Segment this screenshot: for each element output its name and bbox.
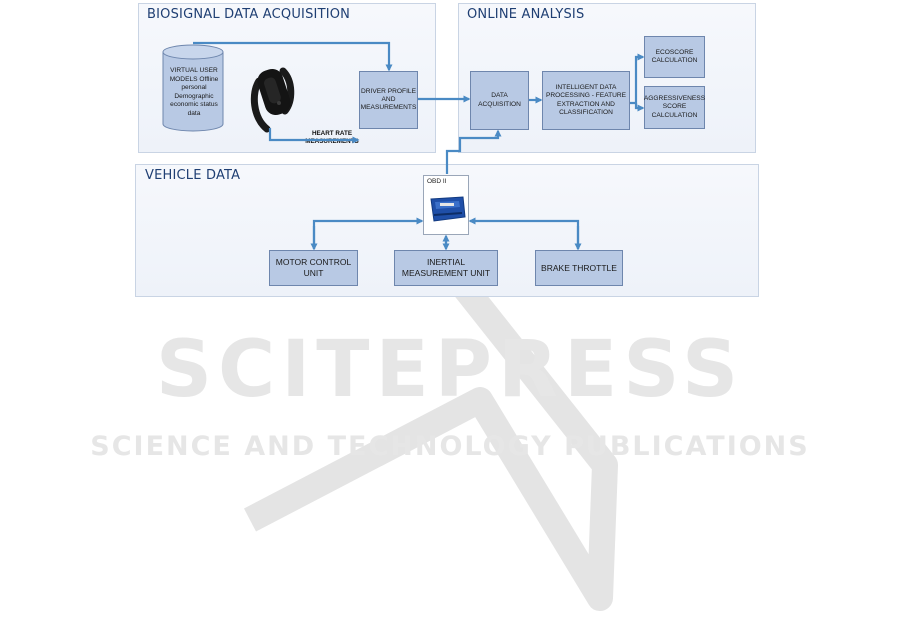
arrow-obd-to-acquisition xyxy=(445,129,502,174)
vehicle-panel-title: VEHICLE DATA xyxy=(145,168,241,183)
watermark-sub: SCIENCE AND TECHNOLOGY PUBLICATIONS xyxy=(90,431,809,462)
arrow-database-to-profile xyxy=(193,41,393,72)
brake-throttle-box: BRAKE THROTTLE xyxy=(535,250,623,286)
arrow-motor-to-obd xyxy=(312,217,424,249)
driver-profile-box: DRIVER PROFILE AND MEASUREMENTS xyxy=(359,71,418,129)
obd-adapter-icon xyxy=(430,196,466,222)
watermark-main: SCITEPRESS xyxy=(156,325,744,415)
intelligent-processing-box: INTELLIGENT DATA PROCESSING - FEATURE EX… xyxy=(542,71,630,130)
fitness-band-icon xyxy=(250,67,295,133)
arrow-brake-to-obd xyxy=(468,217,580,249)
arrow-intelligent-to-aggressiveness xyxy=(634,103,645,112)
ecoscore-box: ECOSCORE CALCULATION xyxy=(644,36,705,78)
arrow-intelligent-to-ecoscore xyxy=(630,53,645,105)
motor-control-unit-box: MOTOR CONTROL UNIT xyxy=(269,250,358,286)
database-cylinder-icon xyxy=(162,44,224,132)
arrow-band-to-profile xyxy=(268,128,360,144)
obd-label: OBD II xyxy=(427,178,447,185)
heart-rate-label: HEART RATE MEASUREMENTS xyxy=(305,130,359,145)
inertial-measurement-unit-box: INERTIAL MEASUREMENT UNIT xyxy=(394,250,498,286)
data-acquisition-box: DATA ACQUISITION xyxy=(470,71,529,130)
obd-box: OBD II xyxy=(423,175,469,235)
biosignal-panel-title: BIOSIGNAL DATA ACQUISITION xyxy=(147,7,351,22)
aggressiveness-box: AGGRESSIVENESS SCORE CALCULATION xyxy=(644,86,705,129)
online-panel-title: ONLINE ANALYSIS xyxy=(467,7,585,22)
virtual-user-models-label: VIRTUAL USER MODELS Offline personal Dem… xyxy=(169,67,219,117)
